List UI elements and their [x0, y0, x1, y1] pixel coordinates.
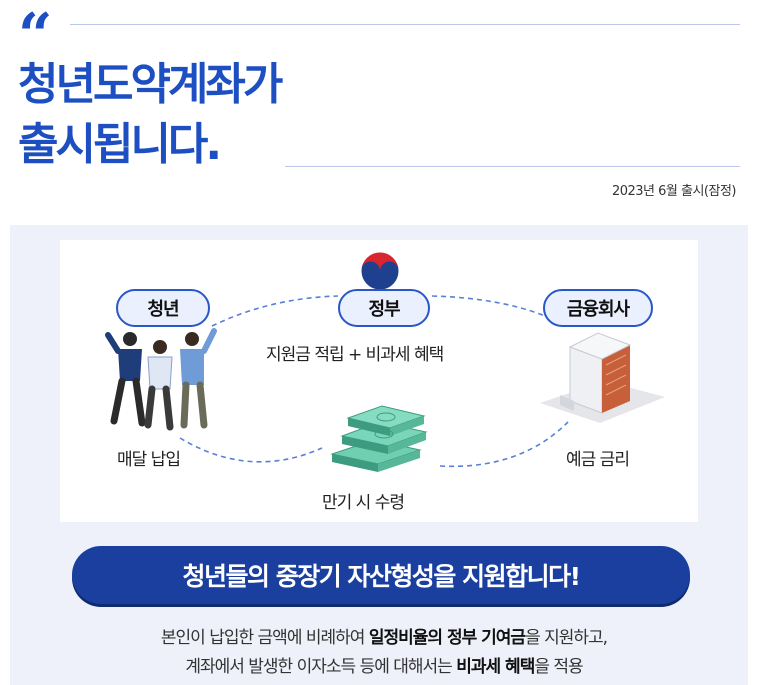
maturity-receipt-label: 만기 시 수령 — [322, 493, 405, 513]
release-note: 2023년 6월 출시(잠정) — [611, 184, 737, 199]
top-divider — [70, 24, 740, 25]
government-benefit-label: 지원금 적립 + 비과세 혜택 — [266, 345, 444, 365]
deposit-interest-label: 예금 금리 — [566, 450, 630, 470]
government-emblem-icon — [360, 251, 400, 291]
money-stack-icon — [330, 405, 428, 472]
young-people-icon — [105, 328, 217, 431]
youth-pill: 청년 — [116, 289, 210, 327]
bank-building-icon — [540, 332, 665, 423]
page-title-line2: 출시됩니다. — [18, 119, 222, 170]
government-pill: 정부 — [338, 289, 430, 327]
description-line2: 계좌에서 발생한 이자소득 등에 대해서는 비과세 혜택을 적용 — [185, 657, 583, 677]
financial-institution-pill: 금융회사 — [543, 289, 653, 327]
monthly-payment-label: 매달 납입 — [117, 450, 181, 470]
page-title-line1: 청년도약계좌가 — [18, 59, 283, 110]
description-line1: 본인이 납입한 금액에 비례하여 일정비율의 정부 기여금을 지원하고, — [160, 628, 608, 648]
slogan-banner: 청년들의 중장기 자산형성을 지원합니다! — [72, 546, 690, 604]
title-divider — [285, 166, 740, 167]
